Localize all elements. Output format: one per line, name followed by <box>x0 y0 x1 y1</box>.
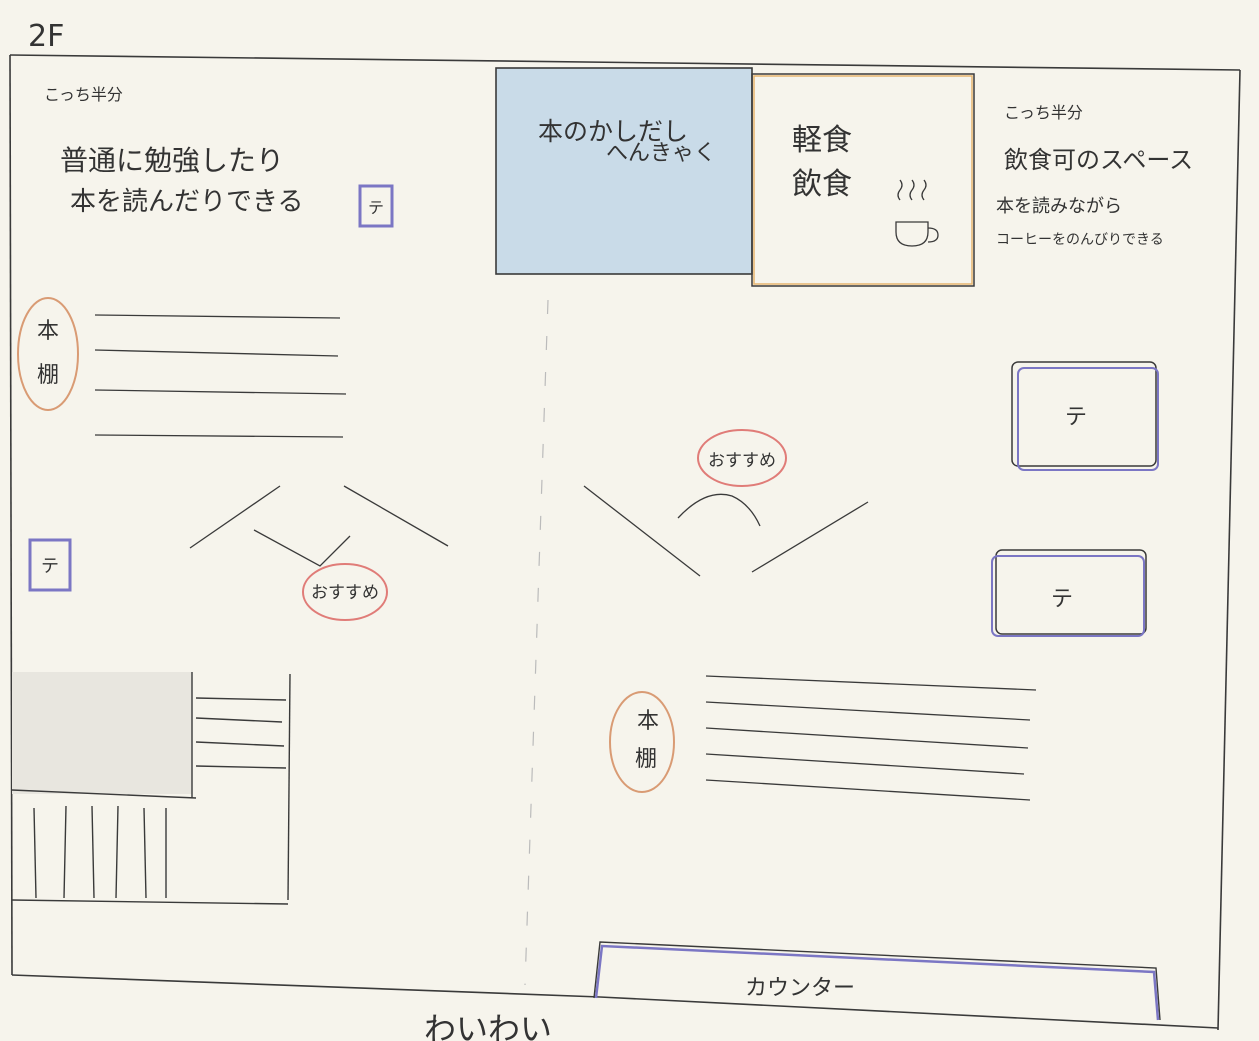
coffee-cup-icon <box>895 179 939 247</box>
center-divider <box>524 299 549 986</box>
table-small-2-label: テ <box>41 556 59 577</box>
counter: カウンター <box>593 941 1161 1021</box>
bookshelf-right: 本 棚 <box>609 675 1037 801</box>
counter-label: カウンター <box>745 976 855 1001</box>
lending-desk-label-line2: へんきゃく <box>606 141 716 166</box>
bottom-note: わいわい <box>424 1010 552 1041</box>
food-area-label-line1: 軽食 <box>792 123 852 158</box>
bookshelf-right-label-line2: 棚 <box>635 747 657 772</box>
table-large-2: テ <box>991 549 1147 637</box>
right-half-desc-line1: 飲食可のスペース <box>1004 146 1193 174</box>
bookshelf-right-label-line1: 本 <box>637 709 659 734</box>
table-large-1-label: テ <box>1065 405 1087 430</box>
bookshelf-left-label-line2: 棚 <box>37 363 59 388</box>
right-half-caption: こっち半分 <box>1004 103 1083 122</box>
left-half-desc-line1: 普通に勉強したり <box>60 144 284 177</box>
table-large-2-label: テ <box>1051 587 1073 612</box>
floor-label: 2F <box>28 19 64 54</box>
lending-desk: 本のかしだし へんきゃく <box>495 67 753 275</box>
table-small-1: テ <box>358 184 394 228</box>
left-half-desc-line2: 本を読んだりできる <box>70 187 303 217</box>
floor-outline <box>9 54 1241 1031</box>
table-large-1: テ <box>1011 361 1159 471</box>
table-small-2: テ <box>28 538 72 592</box>
staircase <box>11 672 291 905</box>
recommend-shelf-right: おすすめ <box>583 429 869 577</box>
table-small-1-label: テ <box>368 198 384 217</box>
bookshelf-left: 本 棚 <box>17 297 347 438</box>
recommend-shelf-left: おすすめ <box>189 485 449 621</box>
food-area-label-line2: 飲食 <box>792 167 852 202</box>
left-half-caption: こっち半分 <box>44 85 123 104</box>
right-half-desc-line2: 本を読みながら <box>996 196 1122 217</box>
right-half-desc-line3: コーヒーをのんびりできる <box>996 232 1164 248</box>
bookshelf-left-label-line1: 本 <box>37 319 59 344</box>
recommend-left-label: おすすめ <box>311 583 379 603</box>
food-area: 軽食 飲食 <box>751 73 975 287</box>
lending-desk-label-line1: 本のかしだし <box>538 117 688 146</box>
recommend-right-label: おすすめ <box>708 451 776 471</box>
